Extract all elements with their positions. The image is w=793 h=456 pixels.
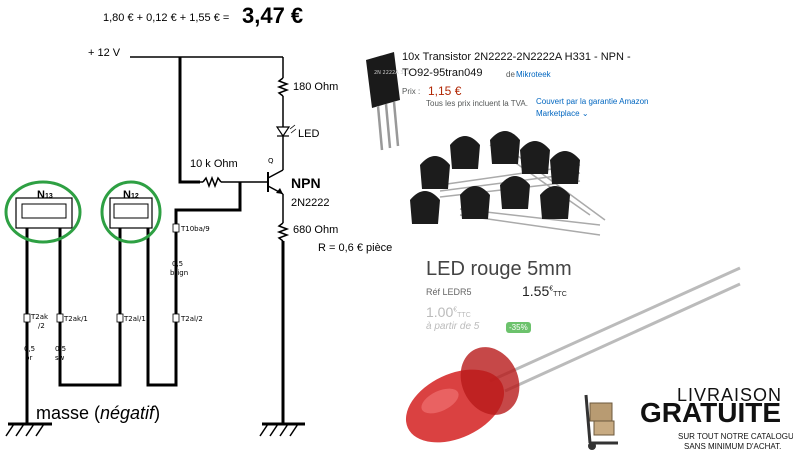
- n13-n12-loop-wire: [58, 228, 122, 387]
- wire2-color: sw: [55, 354, 65, 362]
- connector-n13-label: N13: [37, 189, 53, 201]
- connector-n12-label: N12: [123, 189, 139, 201]
- transistor-guarantee-link[interactable]: Couvert par la garantie Amazon: [536, 97, 649, 106]
- led-symbol: [275, 126, 291, 138]
- transistor-price-label: Prix :: [402, 87, 421, 96]
- ground-label: masse (négatif): [36, 403, 161, 423]
- transistor-title-line2[interactable]: TO92-95tran049: [402, 67, 483, 79]
- svg-text:2N 2222A 331: 2N 2222A 331: [374, 70, 410, 76]
- led-discount-badge: -35%: [506, 322, 531, 333]
- led-title[interactable]: LED rouge 5mm: [426, 258, 572, 280]
- pin-t2ak2-sub-label: /2: [38, 322, 45, 330]
- led-price: 1.55€TTC: [522, 283, 567, 299]
- npn-part-label: 2N2222: [291, 197, 330, 209]
- r1-label: 180 Ohm: [293, 81, 339, 93]
- pin-t2ak2-label: T2ak: [31, 313, 49, 321]
- transistor-title-line1[interactable]: 10x Transistor 2N2222-2N2222A H331 - NPN…: [402, 51, 631, 63]
- led-listing[interactable]: LED rouge 5mm Réf LEDR5 1.55€TTC 1.00€TT…: [420, 252, 650, 342]
- transistor-marketplace-link[interactable]: Marketplace ⌄: [536, 109, 589, 118]
- base-feed-wire: [146, 182, 242, 387]
- transistor-price: 1,15 €: [428, 84, 462, 98]
- wire3-color: brign: [170, 269, 189, 277]
- rbase-label: 10 k Ohm: [190, 158, 238, 170]
- chevron-down-icon: ⌄: [581, 109, 589, 118]
- wire2-gauge: 0,5: [55, 345, 67, 353]
- transistor-q-label: Q: [268, 157, 274, 165]
- resistor-680-symbol: [276, 222, 290, 242]
- wire3-gauge: 0,5: [172, 260, 184, 268]
- shipping-sub1: SUR TOUT NOTRE CATALOGUE,: [678, 432, 793, 441]
- led-product-image: [405, 266, 741, 443]
- wire1-color: br: [25, 354, 33, 362]
- led-ref: Réf LEDR5: [426, 287, 472, 297]
- led-from-qty: à partir de 5: [426, 321, 480, 332]
- transistor-listing[interactable]: 2N 2222A 331 10x Transistor 2N2222-2N222…: [350, 45, 650, 151]
- led-label: LED: [298, 128, 320, 140]
- shipping-sub2: SANS MINIMUM D'ACHAT.: [684, 442, 782, 451]
- shipping-line1: LIVRAISON: [677, 385, 783, 405]
- resistor-180-symbol: [276, 77, 290, 97]
- supply-label: + 12 V: [88, 47, 121, 59]
- transistor-product-image: 2N 2222A 331: [366, 52, 410, 151]
- pin-t2al2-label: T2al/2: [181, 315, 203, 323]
- led-old-price: 1.00€TTC: [426, 304, 471, 320]
- free-shipping-badge: LIVRAISON GRATUITE SUR TOUT NOTRE CATALO…: [580, 385, 793, 455]
- price-formula: 1,80 € + 0,12 € + 1,55 € =: [103, 12, 230, 24]
- resistor-10k-symbol: [202, 175, 222, 189]
- transistor-seller-link[interactable]: Mikroteek: [516, 70, 551, 79]
- shipping-line2: GRATUITE: [640, 397, 782, 428]
- highlight-circle-n13: [4, 180, 82, 244]
- npn-label: NPN: [291, 175, 321, 191]
- pin-t2ak1-label: T2ak/1: [64, 315, 88, 323]
- price-total: 3,47 €: [242, 3, 304, 28]
- pin-t10ba-label: T10ba/9: [181, 225, 210, 233]
- r2-label: 680 Ohm: [293, 224, 339, 236]
- resistor-price-label: R = 0,6 € pièce: [318, 242, 393, 254]
- hand-truck-icon: [584, 394, 618, 450]
- wire1-gauge: 0,5: [24, 345, 36, 353]
- supply-branch-wire: [178, 57, 200, 184]
- transistor-pile-image: [410, 131, 606, 236]
- pin-t2al1-label: T2al/1: [124, 315, 146, 323]
- highlight-circle-n12: [100, 180, 162, 244]
- transistor-seller-prefix: de: [506, 70, 515, 79]
- transistor-vat-note: Tous les prix incluent la TVA.: [426, 99, 528, 108]
